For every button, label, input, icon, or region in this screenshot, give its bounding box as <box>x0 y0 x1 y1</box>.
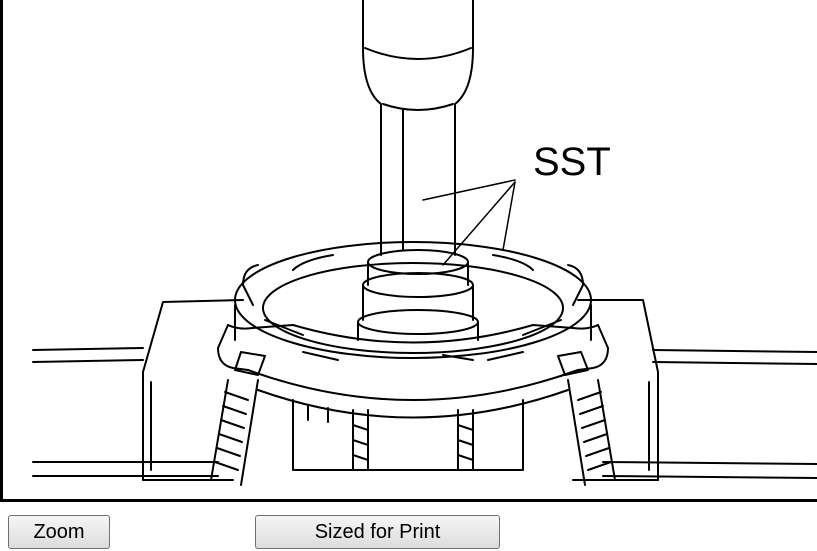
illustration-frame: SST <box>0 0 817 502</box>
press-illustration: SST <box>32 0 817 486</box>
separator-plate <box>217 319 609 419</box>
press-rails <box>32 347 817 479</box>
ring-plate <box>234 241 592 359</box>
sst-tool <box>357 249 479 341</box>
sst-callout-leaders <box>422 179 516 266</box>
press-bed <box>142 299 659 481</box>
press-ram <box>362 0 474 256</box>
sized-for-print-button[interactable]: Sized for Print <box>255 515 500 549</box>
sst-callout-label: SST <box>533 140 611 184</box>
separator-bolts <box>210 351 616 486</box>
zoom-button[interactable]: Zoom <box>8 515 110 549</box>
